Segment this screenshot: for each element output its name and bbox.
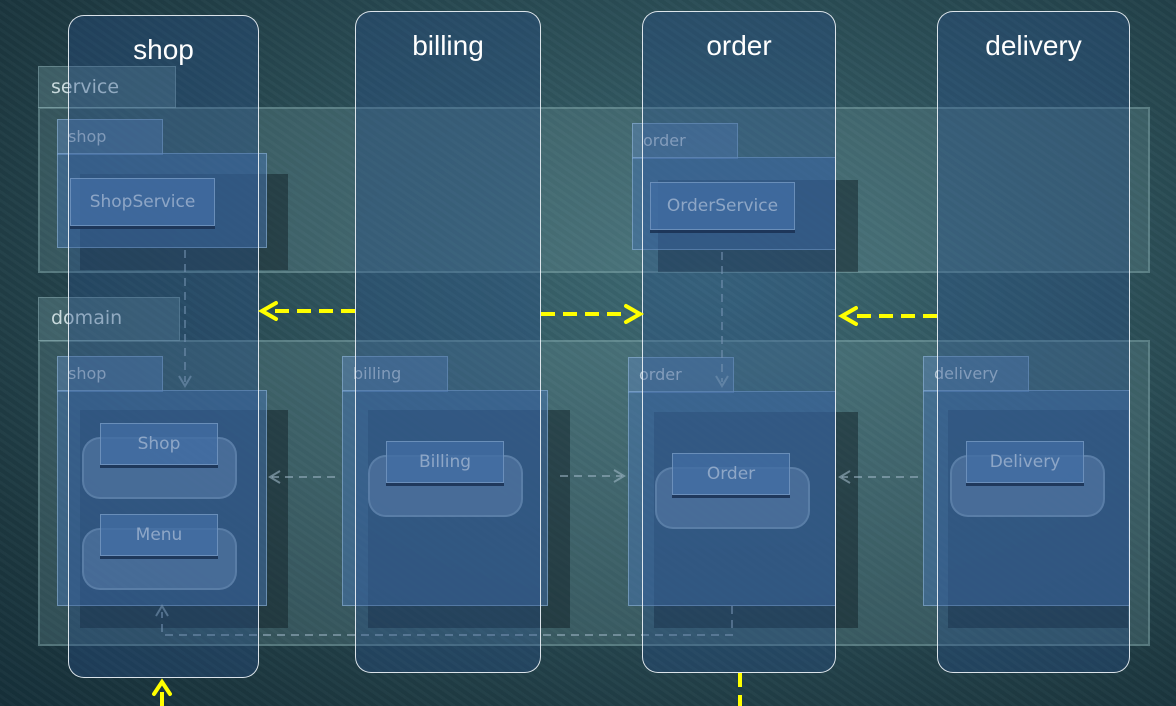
dependency-arrowhead (268, 470, 281, 484)
domain-package-order (628, 391, 836, 606)
domain-package-delivery (923, 390, 1130, 606)
class-menu: Menu (100, 514, 218, 556)
class-shopservice: ShopService (70, 178, 215, 226)
column-order: order (642, 11, 836, 673)
class-billing: Billing (386, 441, 504, 483)
arrowhead (152, 678, 172, 696)
column-billing: billing (355, 11, 541, 673)
package-label: billing (353, 364, 402, 383)
column-title: shop (133, 34, 194, 65)
arrowhead (257, 301, 278, 321)
package-label: delivery (934, 364, 999, 383)
package-label: shop (68, 364, 107, 383)
dependency-arrowhead (178, 375, 192, 388)
column-title: billing (412, 30, 484, 61)
domain-package-delivery-tab: delivery (923, 356, 1029, 392)
column-title: order (706, 30, 772, 61)
class-orderservice: OrderService (650, 182, 795, 230)
column-title: delivery (985, 30, 1082, 61)
domain-package-order-tab: order (628, 357, 734, 393)
column-shop: shop (68, 15, 259, 678)
dependency-arrowhead (155, 604, 169, 617)
class-order: Order (672, 453, 790, 495)
class-delivery: Delivery (966, 441, 1084, 483)
package-label: order (643, 131, 686, 150)
package-label: shop (68, 127, 107, 146)
dependency-arrowhead (715, 375, 729, 388)
arrowhead (837, 306, 858, 326)
dependency-arrowhead (613, 469, 626, 483)
service-layer-tab: service (38, 66, 176, 108)
arrowhead (624, 304, 645, 324)
column-delivery: delivery (937, 11, 1130, 673)
service-package-order-tab: order (632, 123, 738, 159)
domain-package-billing-tab: billing (342, 356, 448, 392)
dependency-arrowhead (838, 470, 851, 484)
domain-package-billing (342, 390, 548, 606)
dependency-line (161, 606, 733, 636)
class-shop: Shop (100, 423, 218, 465)
package-label: order (639, 365, 682, 384)
